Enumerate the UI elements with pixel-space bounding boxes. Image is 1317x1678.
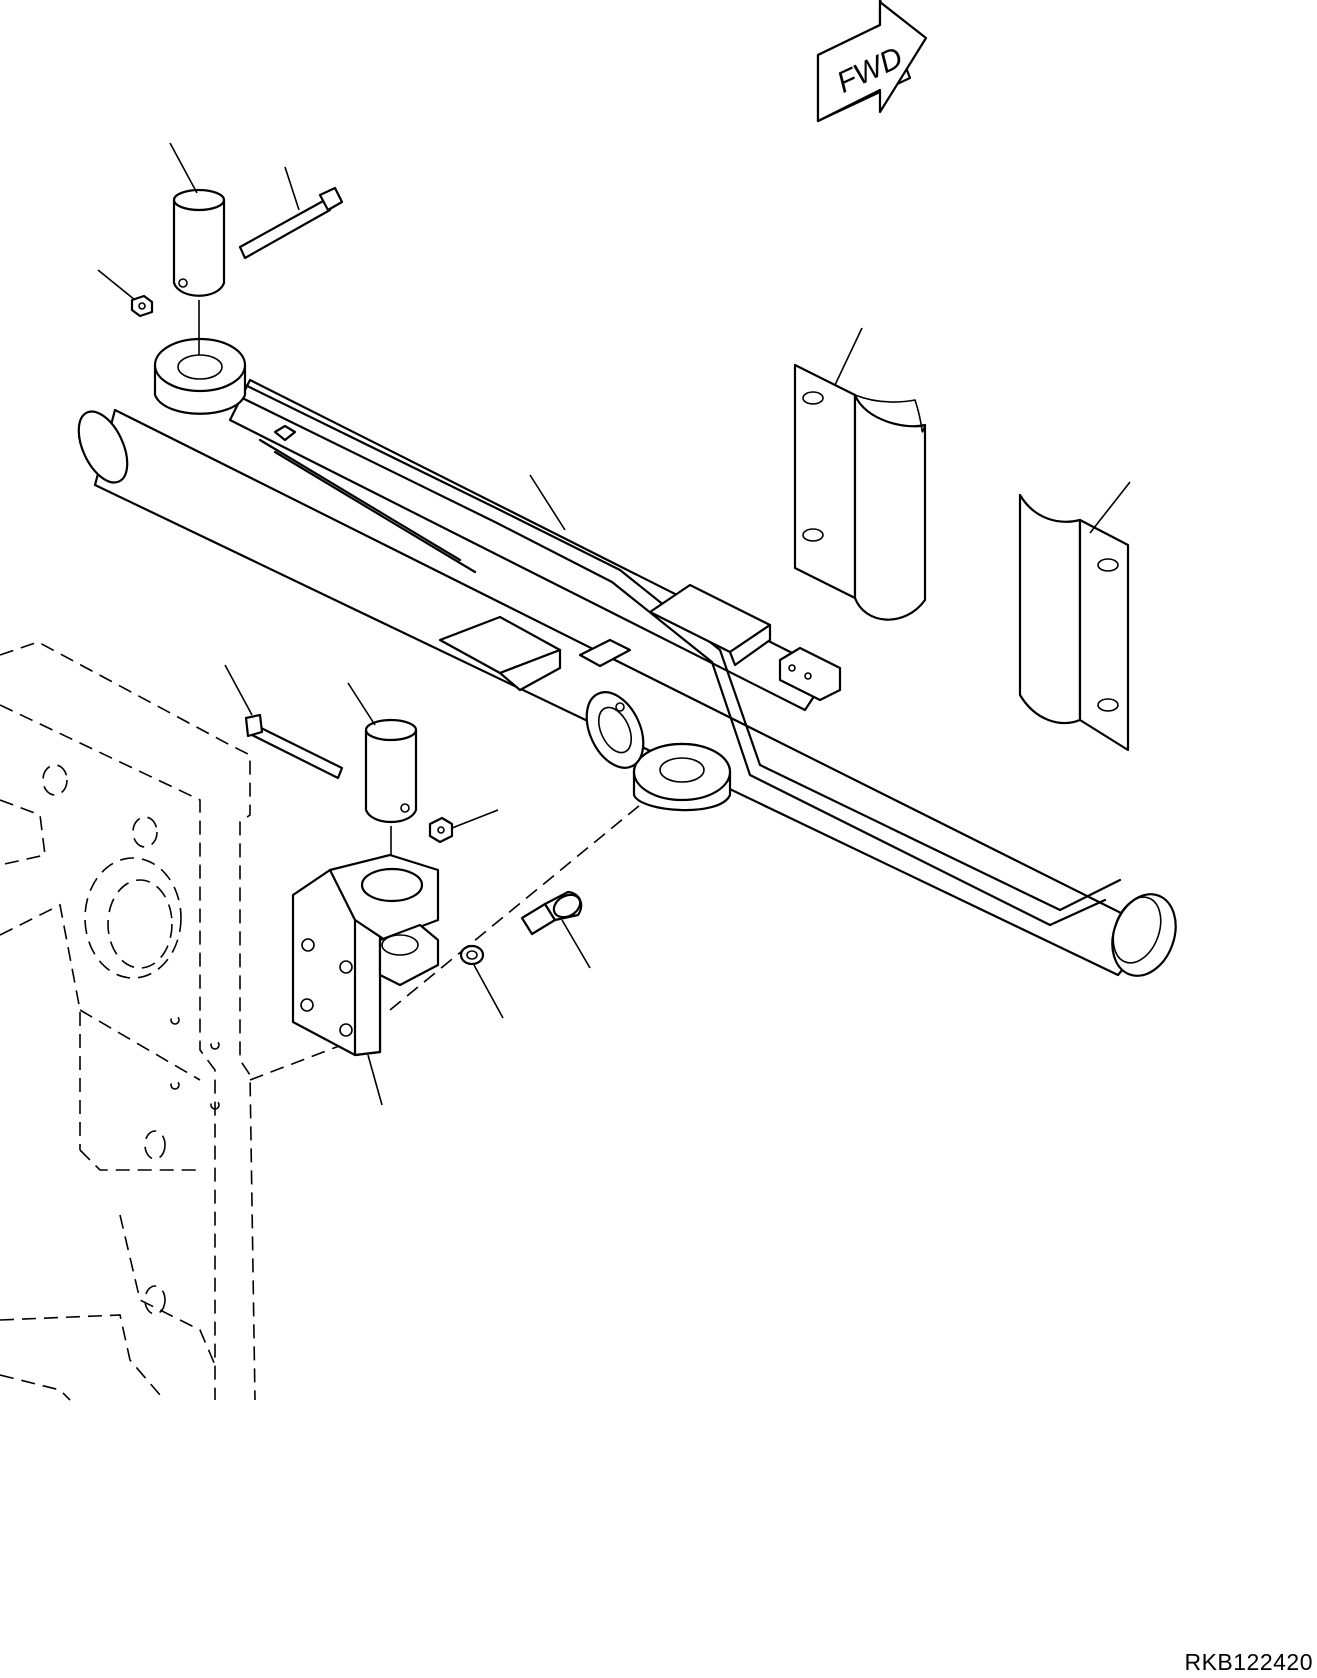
lower-pin	[364, 718, 418, 880]
washer	[459, 944, 485, 966]
leader-lines	[97, 142, 1131, 1106]
drawing-code: RKB122420	[1184, 1649, 1313, 1675]
fwd-arrow-icon: FWD	[816, 0, 928, 123]
cover-half-left	[793, 363, 927, 621]
upper-bolt	[238, 186, 344, 260]
upper-pin	[172, 188, 226, 355]
cap-screw	[520, 890, 583, 936]
upper-nut	[130, 294, 154, 318]
steering-cylinder	[77, 337, 1177, 977]
cover-half-right	[1018, 493, 1130, 752]
lower-bolt	[244, 713, 344, 780]
mounting-bracket	[291, 853, 440, 1057]
lower-nut	[428, 816, 454, 844]
